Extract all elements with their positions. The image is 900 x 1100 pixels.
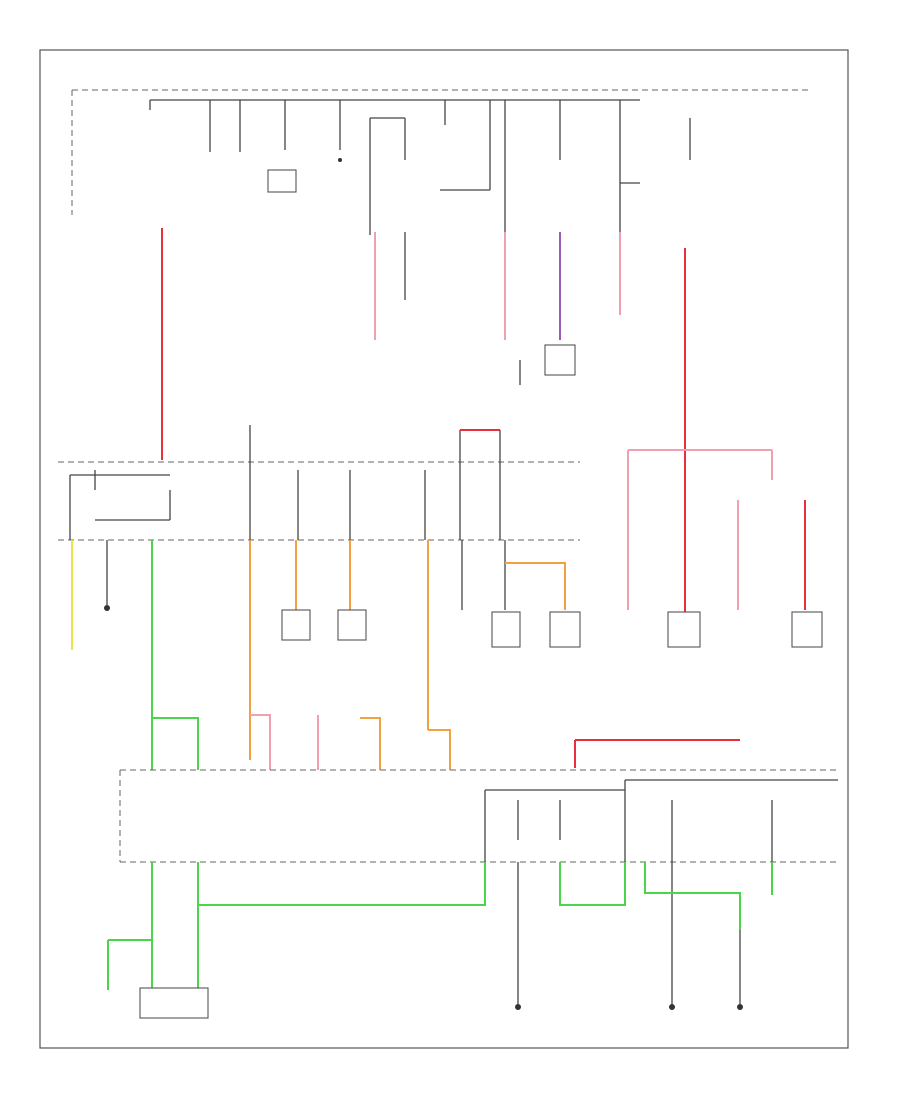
control-module-top [544,344,576,376]
underhood-fuse-block [71,89,810,235]
fuse-relay-box-middle [58,425,580,541]
ground-symbol-left [104,605,110,611]
diagram-frame [39,49,849,1049]
bottom-module [139,987,209,1019]
fuse-relay-box-lower [119,769,840,863]
